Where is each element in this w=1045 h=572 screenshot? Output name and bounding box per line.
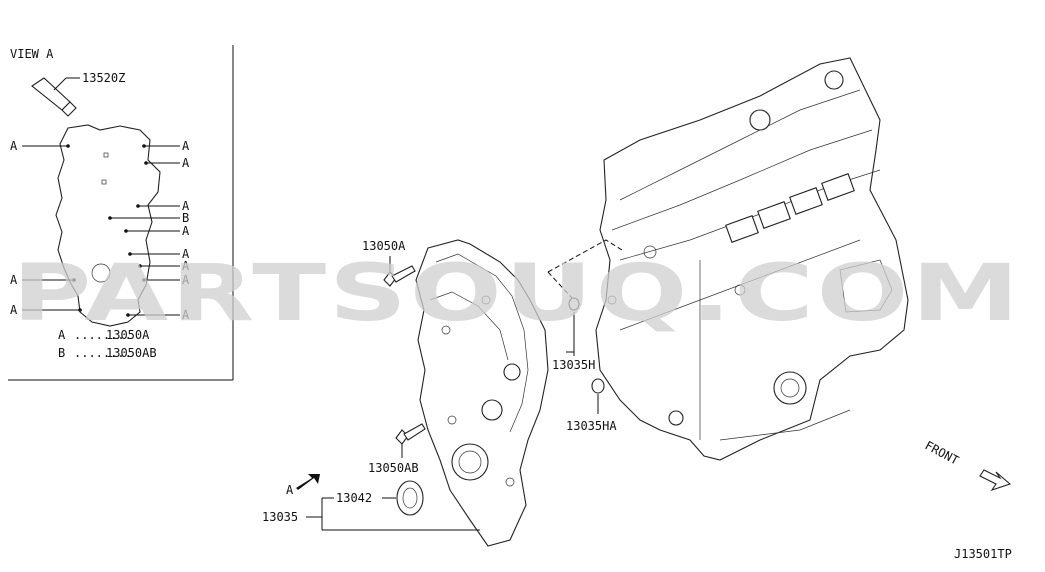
front-cover-illustration	[415, 239, 549, 547]
plug-ha-label: 13035HA	[566, 419, 617, 433]
oil-seal-icon	[396, 480, 424, 516]
plug-h-icon	[568, 297, 580, 311]
sensor-part-label: 13520Z	[82, 71, 125, 85]
view-a-mark	[103, 152, 109, 158]
diagram-code: J13501TP	[954, 547, 1012, 561]
right-marker: A	[182, 259, 190, 273]
left-marker: A	[10, 273, 18, 287]
legend-key: B	[58, 346, 65, 360]
right-marker: B	[182, 211, 189, 225]
legend-part: 13050A	[106, 328, 150, 342]
front-label: FRONT	[923, 438, 961, 467]
view-a-title: VIEW A	[10, 47, 54, 61]
legend-dots: ........	[74, 328, 132, 342]
view-arrow-label: A	[286, 483, 294, 497]
plug-ha-icon	[591, 378, 605, 394]
cover-seal-bore	[451, 443, 489, 481]
bolt-13050ab-icon	[395, 423, 426, 445]
right-marker: A	[182, 308, 190, 322]
right-marker: A	[182, 224, 190, 238]
right-marker: A	[182, 156, 190, 170]
guide-line	[547, 239, 623, 273]
plug-h-label: 13035H	[552, 358, 595, 372]
legend-dots: ........	[74, 346, 132, 360]
cover-leader	[306, 497, 480, 531]
left-marker: A	[10, 139, 18, 153]
right-marker: A	[182, 199, 190, 213]
bolt-bottom-label: 13050AB	[368, 461, 419, 475]
cover-label: 13035	[262, 510, 298, 524]
guide-line	[547, 271, 573, 299]
bolt-top-label: 13050A	[362, 239, 406, 253]
sensor-icon	[31, 77, 80, 117]
front-arrow-icon	[979, 469, 1012, 492]
engine-block-illustration	[595, 57, 909, 461]
view-a-mark	[101, 179, 107, 185]
right-marker: A	[182, 139, 190, 153]
right-marker: A	[182, 273, 190, 287]
bolt-13050a-icon	[383, 265, 416, 287]
bolt-dots	[66, 144, 148, 317]
watermark: PARTSOUQ.COM	[12, 249, 1022, 339]
left-marker: A	[10, 303, 18, 317]
leader-line	[566, 312, 575, 356]
seal-label: 13042	[336, 491, 372, 505]
view-a-cover-outline	[55, 124, 161, 327]
view-a-panel: VIEW A 13520Z A A A A A A	[8, 45, 234, 381]
view-a-hole	[91, 263, 111, 283]
right-marker: A	[182, 247, 190, 261]
legend-part: 13050AB	[106, 346, 157, 360]
legend-key: A	[58, 328, 66, 342]
view-a-arrow-icon	[296, 474, 320, 490]
